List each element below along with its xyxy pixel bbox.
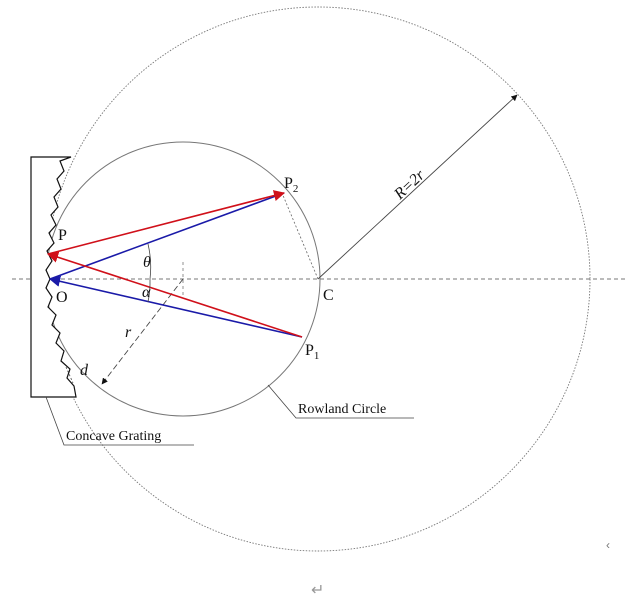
point-o-label: O [56,289,68,306]
blue-ray-p1-to-o [48,275,303,338]
theta-label: θ [143,254,151,271]
return-mark: ↵ [311,582,324,599]
spacing-marker [65,366,74,384]
large-radius-label: R=2r [390,166,428,203]
blue-ray-o-to-p2 [49,192,285,280]
point-p1-label: P1 [305,342,319,362]
rowland-callout-leader [267,384,414,419]
large-radius-line [317,94,518,280]
point-p-label: P [58,227,67,244]
point-p2-label: P2 [284,175,298,195]
grating-callout-leader [45,396,194,446]
concave-grating [30,156,77,398]
spacing-d-label: d [80,362,89,379]
rowland-callout-label: Rowland Circle [298,402,386,417]
point-c-label: C [323,287,334,304]
theta-arc [147,243,152,280]
red-ray-p1-to-p [46,251,303,338]
red-ray-p-to-p2 [47,190,286,255]
alpha-label: α [142,284,151,301]
alpha-arc [147,278,151,303]
grating-callout-label: Concave Grating [66,429,161,444]
tick-mark: ‹ [606,538,610,552]
chord-c-p2 [281,192,319,280]
rowland-radius-line [101,278,184,385]
radius-r-label: r [125,324,132,341]
